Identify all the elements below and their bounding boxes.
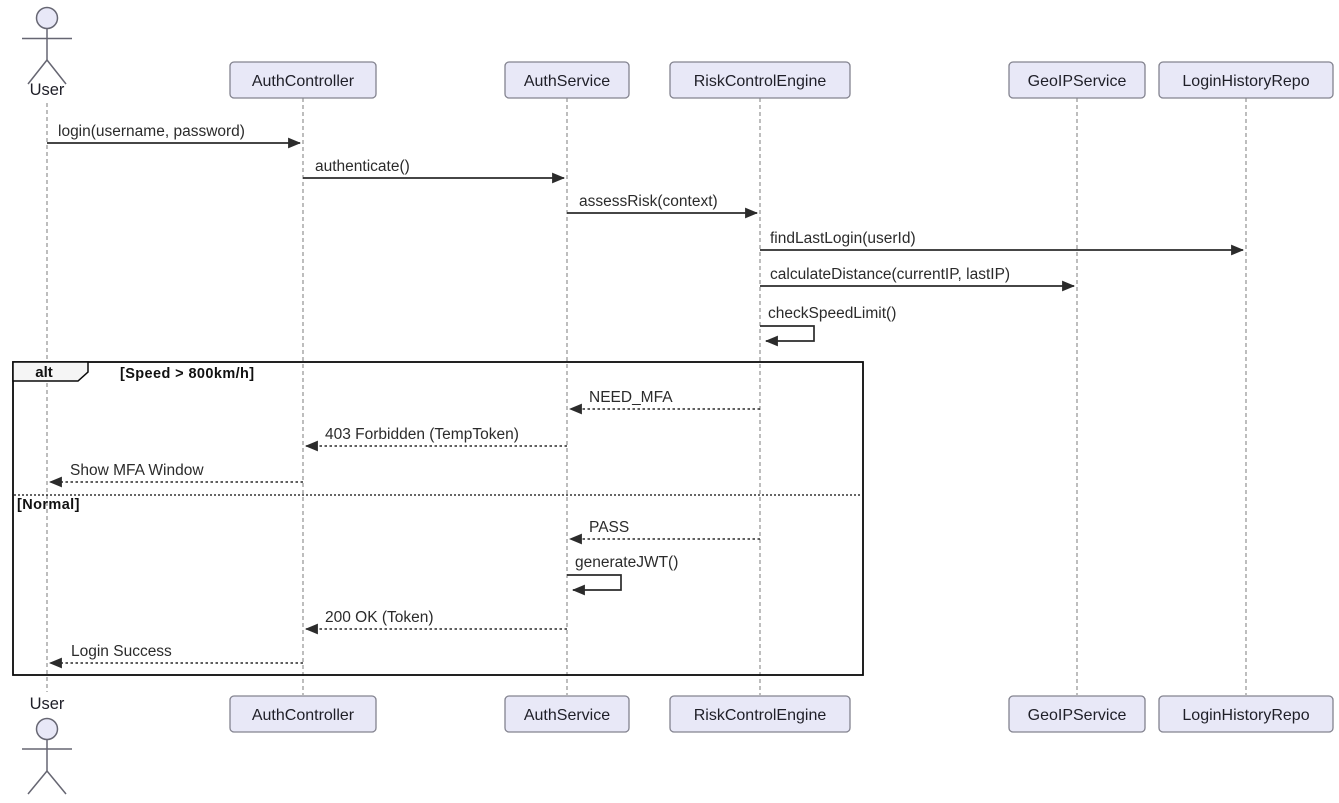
message-need-mfa: NEED_MFA xyxy=(568,389,760,415)
participant-label: AuthService xyxy=(524,707,610,724)
user-actor-leg-right-icon xyxy=(46,770,67,795)
participant-box xyxy=(669,695,851,733)
participant-box xyxy=(1158,61,1334,99)
message-label: checkSpeedLimit() xyxy=(768,305,896,322)
participant-label: GeoIPService xyxy=(1028,707,1127,724)
participant-box xyxy=(229,695,377,733)
participant-authcontroller-bottom: AuthController xyxy=(229,695,377,733)
message-label: Show MFA Window xyxy=(70,462,204,479)
message-label: generateJWT() xyxy=(575,554,678,571)
message-label: login(username, password) xyxy=(58,123,245,140)
participant-geoipservice-bottom: GeoIPService xyxy=(1008,695,1146,733)
message-200-ok: 200 OK (Token) xyxy=(304,609,567,635)
participant-box xyxy=(1008,695,1146,733)
message-label: NEED_MFA xyxy=(589,389,673,406)
participants-bottom: AuthController AuthService RiskControlEn… xyxy=(229,695,1334,733)
message-label: authenticate() xyxy=(315,158,410,175)
participant-loginhistoryrepo-bottom: LoginHistoryRepo xyxy=(1158,695,1334,733)
participant-loginhistoryrepo-top: LoginHistoryRepo xyxy=(1158,61,1334,99)
participant-label: RiskControlEngine xyxy=(694,73,827,90)
self-message-generatejwt: generateJWT() xyxy=(567,554,678,596)
message-calculatedistance: calculateDistance(currentIP, lastIP) xyxy=(760,266,1076,292)
participants-top: AuthController AuthService RiskControlEn… xyxy=(229,61,1334,99)
participant-authservice-bottom: AuthService xyxy=(504,695,630,733)
message-label: Login Success xyxy=(71,643,172,660)
alt-else-label: [Normal] xyxy=(17,497,80,513)
message-assessrisk: assessRisk(context) xyxy=(567,193,759,219)
participant-riskcontrolengine-top: RiskControlEngine xyxy=(669,61,851,99)
participant-label: LoginHistoryRepo xyxy=(1182,707,1309,724)
message-label: findLastLogin(userId) xyxy=(770,230,916,247)
participant-label: LoginHistoryRepo xyxy=(1182,73,1309,90)
participant-label: GeoIPService xyxy=(1028,73,1127,90)
message-login-success: Login Success xyxy=(48,643,303,669)
participant-box xyxy=(669,61,851,99)
participant-geoipservice-top: GeoIPService xyxy=(1008,61,1146,99)
message-label: 200 OK (Token) xyxy=(325,609,434,626)
participant-box xyxy=(1158,695,1334,733)
participant-box xyxy=(229,61,377,99)
user-actor-head-icon xyxy=(35,6,59,30)
participant-authservice-top: AuthService xyxy=(504,61,630,99)
message-pass: PASS xyxy=(568,519,760,545)
self-message-checkspeedlimit: checkSpeedLimit() xyxy=(760,305,896,347)
self-message-loop xyxy=(760,325,815,347)
message-label: assessRisk(context) xyxy=(579,193,718,210)
participant-label: AuthController xyxy=(252,73,355,90)
participant-label: AuthService xyxy=(524,73,610,90)
message-label: 403 Forbidden (TempToken) xyxy=(325,426,519,443)
user-actor-leg-left-icon xyxy=(27,770,48,795)
message-findlastlogin: findLastLogin(userId) xyxy=(760,230,1245,256)
participant-authcontroller-top: AuthController xyxy=(229,61,377,99)
participant-box xyxy=(1008,61,1146,99)
user-actor-leg-right-icon xyxy=(46,59,67,85)
user-actor-head-icon xyxy=(35,717,59,741)
actor-label-user-bottom: User xyxy=(30,695,65,713)
participant-riskcontrolengine-bottom: RiskControlEngine xyxy=(669,695,851,733)
lifelines xyxy=(46,98,1247,695)
self-message-loop xyxy=(567,574,622,596)
participant-label: AuthController xyxy=(252,707,355,724)
alt-frame: alt [Speed > 800km/h] [Normal] xyxy=(12,361,864,676)
alt-condition-label: [Speed > 800km/h] xyxy=(120,366,255,382)
participant-label: RiskControlEngine xyxy=(694,707,827,724)
user-actor-leg-left-icon xyxy=(27,59,48,85)
message-login: login(username, password) xyxy=(47,123,302,149)
message-label: calculateDistance(currentIP, lastIP) xyxy=(770,266,1010,283)
message-show-mfa-window: Show MFA Window xyxy=(48,462,303,488)
actor-label-user-top: User xyxy=(30,81,65,99)
message-403-forbidden: 403 Forbidden (TempToken) xyxy=(304,426,567,452)
actor-user-bottom: User xyxy=(22,695,72,795)
actor-user-top: User xyxy=(22,6,72,99)
message-label: PASS xyxy=(589,519,629,536)
alt-keyword-tag xyxy=(12,361,89,382)
alt-keyword-label: alt xyxy=(35,364,53,381)
alt-frame-border xyxy=(12,361,864,676)
message-authenticate: authenticate() xyxy=(303,158,566,184)
participant-box xyxy=(504,695,630,733)
participant-box xyxy=(504,61,630,99)
